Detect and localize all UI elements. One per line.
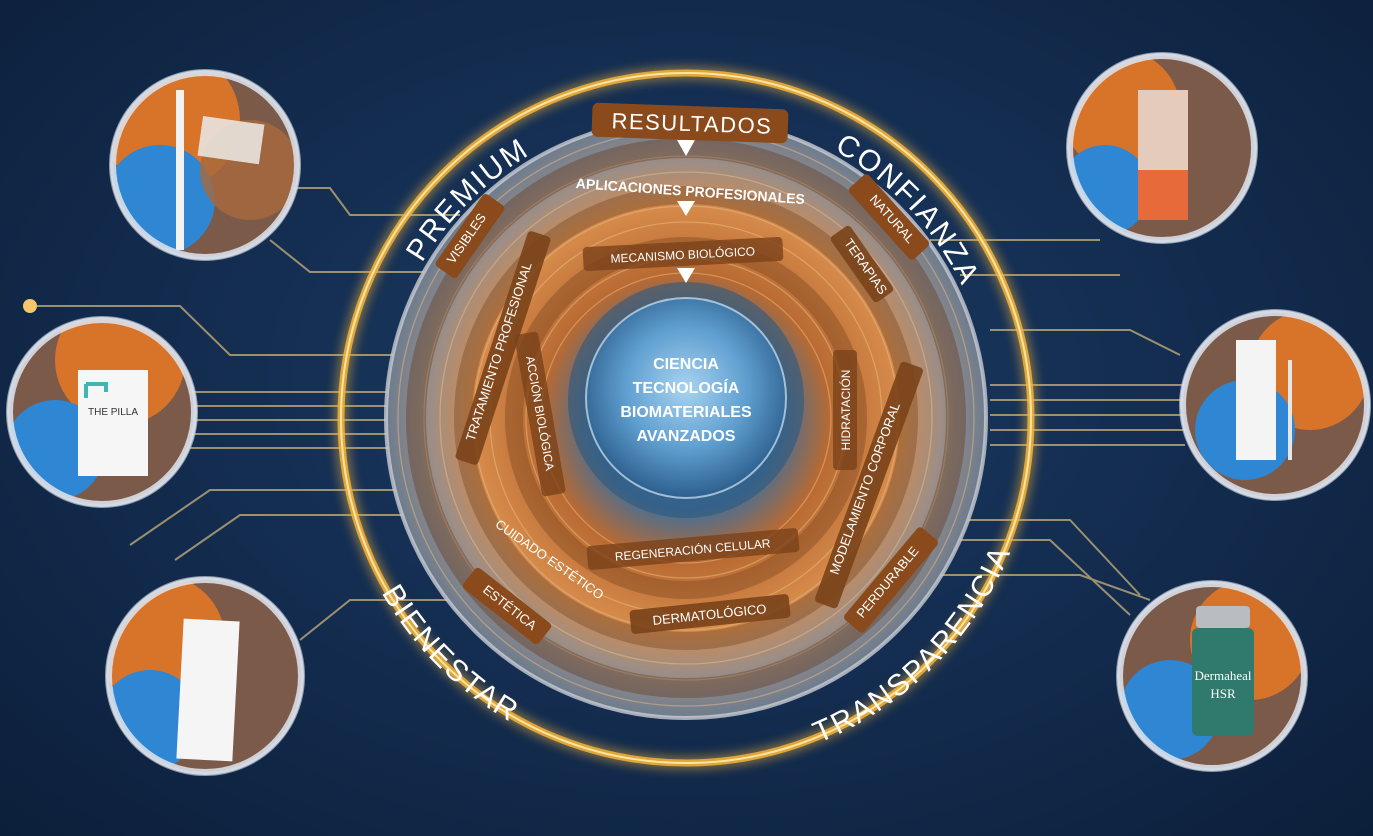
outer-glow-ring-core [340,72,1032,764]
core-circle [586,298,786,498]
arrow-down-1 [677,140,695,156]
flow-arrows [677,140,695,283]
vial-sub-text: HSR [1210,686,1236,701]
syringe-icon [176,90,184,250]
vial-cap-icon [1196,606,1250,628]
vial-brand-text: Dermaheal [1194,668,1251,683]
product-sphere-vial: Dermaheal HSR [1116,580,1308,772]
pilla-brand-text: THE PILLA [88,407,138,418]
product-box-icon [176,618,240,762]
ring3-pill-accion [514,331,566,497]
arrow-down-3 [677,268,695,283]
product-sphere-syringe-right [1179,309,1371,501]
ring2-pill-terapias [830,225,894,303]
ring2-pill-dermatologico [629,594,791,634]
core-line-3: BIOMATERIALES [620,404,752,421]
product-sphere-syringe [109,69,301,261]
vial-icon [1192,628,1254,736]
circuit-node-dot [23,299,37,313]
pilla-box-icon [78,370,148,476]
core-line-1: CIENCIA [653,356,719,373]
ring3-label-hidratacion: HIDRATACIÓN [838,370,853,451]
ring1-top-pill [591,102,789,144]
product-sphere-pilla: THE PILLA [6,316,198,508]
package-icon [197,116,265,165]
ring1-pill-natural [848,174,930,260]
ring3-top-pill [582,236,784,272]
ring3-pill-hidratacion [833,350,857,470]
ring2-pill-modelamiento [815,361,923,609]
arrow-down-2 [677,201,695,216]
core-rim [585,297,787,499]
ring2-pill-tratamiento [455,231,551,465]
core-text: CIENCIA TECNOLOGÍA BIOMATERIALES AVANZAD… [620,356,752,445]
ring2-track [454,186,918,650]
product-sphere-art-box [1066,52,1258,244]
ring1-pill-perdurable [844,527,938,633]
ring1-top-label: RESULTADOS [611,108,773,139]
product-box-icon [1236,340,1276,460]
ring1-pill-estetica [462,567,552,645]
core-line-4: AVANZADOS [637,428,736,445]
circuit-lines [30,187,1185,641]
core-line-2: TECNOLOGÍA [633,378,740,397]
ring3-pill-regeneracion [586,528,800,570]
pilla-logo-icon [84,382,108,398]
ring1-pill-visibles [435,194,505,278]
syringe-icon [1288,360,1292,460]
product-sphere-syringe-box [105,576,305,776]
